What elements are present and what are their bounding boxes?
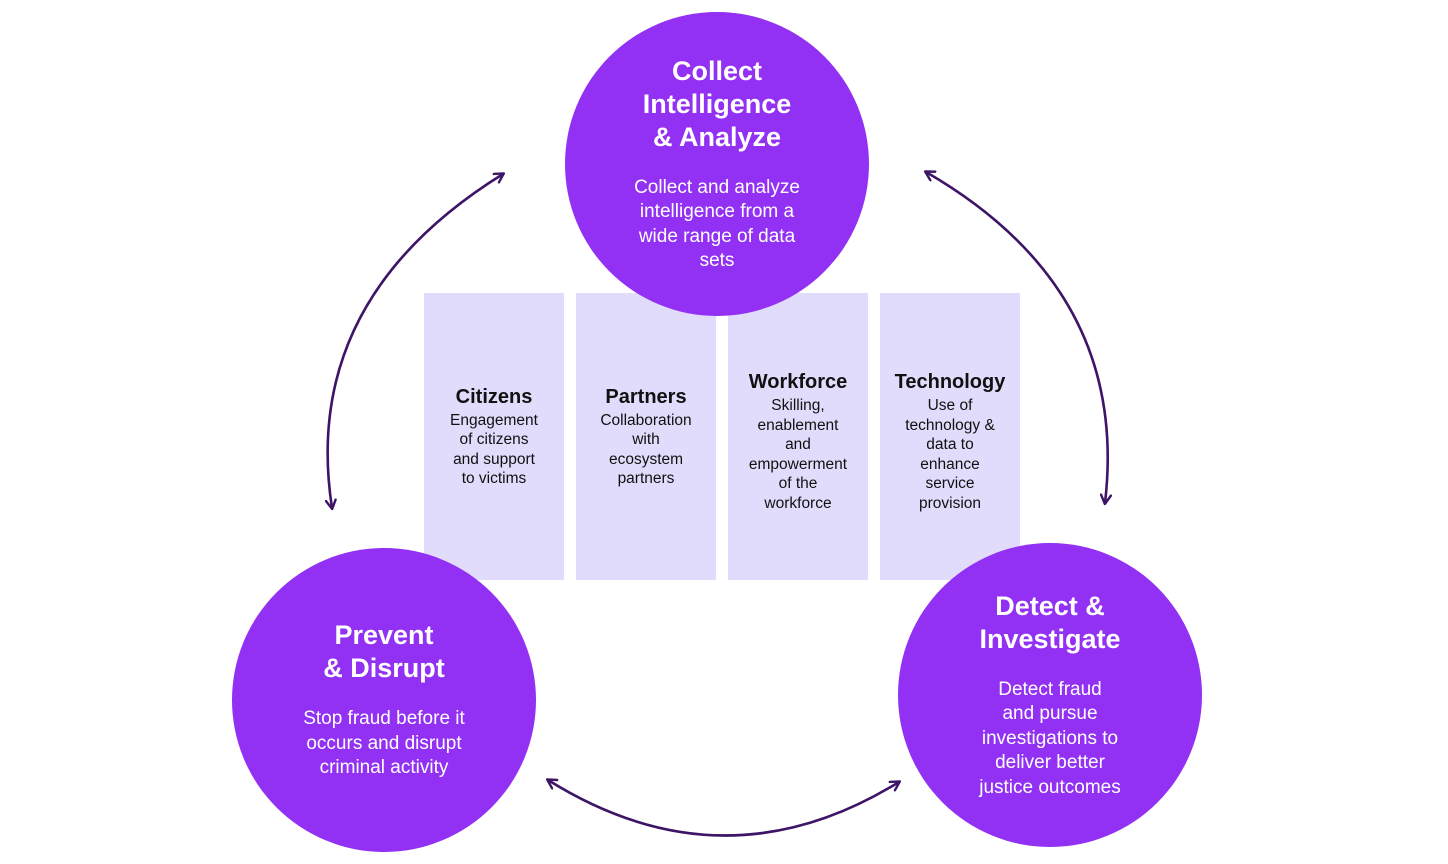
arrow-prevent-detect <box>548 780 899 837</box>
circle-description: Collect and analyze intelligence from a … <box>634 176 800 272</box>
circle-prevent-disrupt: Prevent & Disrupt Stop fraud before it o… <box>232 548 536 852</box>
circle-description: Detect fraud and pursue investigations t… <box>979 678 1121 798</box>
circle-description: Stop fraud before it occurs and disrupt … <box>303 708 465 779</box>
pillar-title: Partners <box>605 385 687 408</box>
pillar-partners: Partners Collaboration with ecosystem pa… <box>576 293 716 580</box>
arrow-collect-detect <box>926 172 1108 503</box>
pillar-description: Skilling, enablement and empowerment of … <box>748 397 848 512</box>
circle-title: Detect & Investigate <box>979 590 1121 654</box>
circle-detect-investigate: Detect & Investigate Detect fraud and pu… <box>898 543 1202 847</box>
pillar-workforce: Workforce Skilling, enablement and empow… <box>728 293 868 580</box>
pillar-description: Collaboration with ecosystem partners <box>600 411 692 488</box>
circle-title: Prevent & Disrupt <box>323 620 445 684</box>
arrow-collect-prevent <box>328 174 503 508</box>
pillar-title: Workforce <box>748 371 848 393</box>
circle-title: Collect Intelligence & Analyze <box>642 55 792 152</box>
circle-collect-intelligence: Collect Intelligence & Analyze Collect a… <box>565 12 869 316</box>
